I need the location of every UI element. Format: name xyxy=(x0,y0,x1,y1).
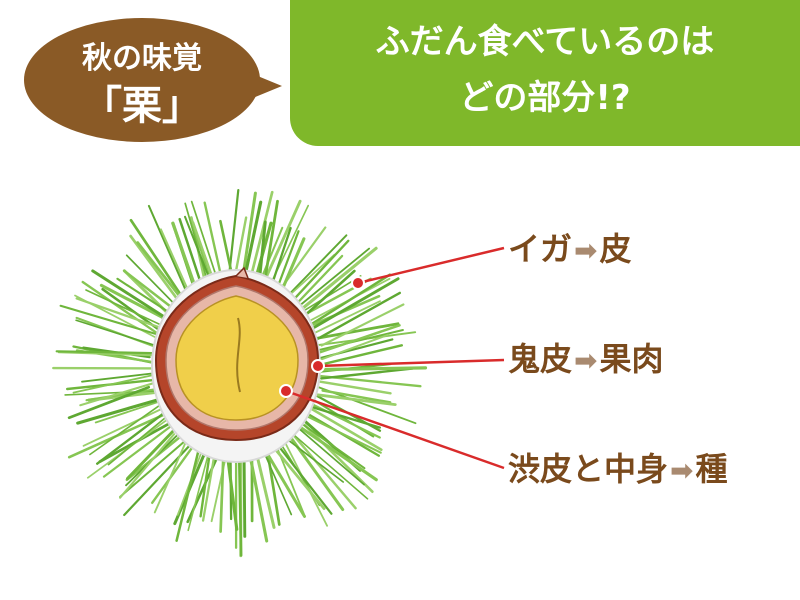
burr-spine xyxy=(82,404,171,447)
burr-spine xyxy=(301,291,401,349)
burr-spine xyxy=(320,303,405,347)
burr-spine xyxy=(81,280,158,334)
label-shibukawa-name: 渋皮と中身 xyxy=(508,450,669,488)
burr-spine xyxy=(318,324,401,354)
arrow-right-icon: ➡ xyxy=(574,344,598,377)
burr-spine xyxy=(175,445,201,542)
burr-spine xyxy=(59,304,159,336)
burr-spine xyxy=(67,385,151,420)
burr-spine xyxy=(294,247,371,310)
burr-spine xyxy=(304,381,417,425)
burr-spine xyxy=(199,446,212,518)
burr-spine xyxy=(309,300,381,336)
label-onikawa: 鬼皮➡果肉 xyxy=(508,340,664,380)
burr-spine xyxy=(253,445,276,529)
burr-spine xyxy=(107,411,173,466)
burr-spine xyxy=(289,246,378,320)
burr-spine xyxy=(309,366,428,372)
burr-spine xyxy=(286,438,345,483)
burr-spine xyxy=(153,439,188,514)
burr-spine xyxy=(286,253,336,298)
label-onikawa-becomes: 果肉 xyxy=(599,340,664,378)
kernel-crease xyxy=(236,317,241,393)
leader-dot-shibukawa xyxy=(279,384,293,398)
burr-spine xyxy=(323,344,403,365)
chestnut-tip xyxy=(235,266,249,279)
burr-spine xyxy=(76,396,167,425)
leader-line-iga xyxy=(357,246,505,285)
label-onikawa-name: 鬼皮 xyxy=(508,340,573,378)
burr-spine xyxy=(225,448,239,531)
leader-line-shibukawa xyxy=(285,389,505,470)
burr-spine xyxy=(89,403,162,456)
label-shibukawa: 渋皮と中身➡種 xyxy=(508,450,728,490)
burr-spine xyxy=(75,297,171,333)
burr-spine xyxy=(126,425,179,480)
burr-spine xyxy=(311,392,397,407)
burr-spine xyxy=(301,275,362,313)
burr-spine xyxy=(187,443,212,532)
burr-spine xyxy=(309,405,382,429)
burr-spine xyxy=(95,404,176,465)
label-shibukawa-becomes: 種 xyxy=(695,450,728,488)
burr-spine xyxy=(307,401,381,439)
label-iga-becomes: 皮 xyxy=(599,230,632,268)
burr-spine xyxy=(248,455,269,543)
leader-dot-iga xyxy=(351,276,365,290)
burr-spine xyxy=(309,277,400,331)
burr-spine xyxy=(303,273,392,330)
title-bubble-line1: 秋の味覚 xyxy=(82,41,202,76)
burr-spine xyxy=(268,440,326,511)
burr-spine xyxy=(94,399,164,424)
burr-spine xyxy=(119,438,189,498)
burr-spine xyxy=(316,334,389,362)
question-line2: どの部分!? xyxy=(459,78,631,118)
burr-spine xyxy=(300,412,382,454)
burr-spine xyxy=(321,389,392,404)
burr-spine xyxy=(303,424,374,494)
burr-spine xyxy=(287,428,357,510)
leader-dot-onikawa xyxy=(311,359,325,373)
burr-spine xyxy=(85,388,158,402)
title-bubble: 秋の味覚 「栗」 xyxy=(24,18,260,142)
title-bubble-line2: 「栗」 xyxy=(82,83,202,129)
arrow-right-icon: ➡ xyxy=(574,234,598,267)
burr-spine xyxy=(102,421,177,478)
burr-spine xyxy=(99,283,172,323)
burr-spine xyxy=(296,424,378,482)
burr-spine xyxy=(79,378,168,407)
burr-spine xyxy=(147,204,191,300)
arrow-right-icon: ➡ xyxy=(670,454,694,487)
burr-spine xyxy=(119,433,176,499)
burr-spine xyxy=(315,329,404,352)
burr-spine xyxy=(292,433,369,500)
burr-spine xyxy=(75,319,161,348)
burr-spine xyxy=(306,322,400,342)
label-iga: イガ➡皮 xyxy=(508,230,632,270)
burr-spine xyxy=(72,371,166,394)
burr-spine xyxy=(291,422,365,486)
burr-spine xyxy=(123,439,195,517)
burr-spine xyxy=(55,350,160,355)
burr-spine xyxy=(298,400,383,452)
burr-spine xyxy=(320,367,414,380)
title-bubble-tail xyxy=(248,72,282,100)
burr-spine xyxy=(265,447,281,526)
burr-spine xyxy=(201,452,216,522)
question-header: ふだん食べているのは どの部分!? xyxy=(290,0,800,146)
burr-spine xyxy=(242,446,247,538)
question-line1: ふだん食べているのは xyxy=(375,22,715,62)
burr-spine xyxy=(81,371,161,383)
burr-spine xyxy=(306,373,422,388)
label-iga-name: イガ xyxy=(508,230,573,268)
burr-spine xyxy=(317,380,392,395)
leader-line-onikawa xyxy=(317,358,505,368)
burr-spine xyxy=(91,269,170,321)
